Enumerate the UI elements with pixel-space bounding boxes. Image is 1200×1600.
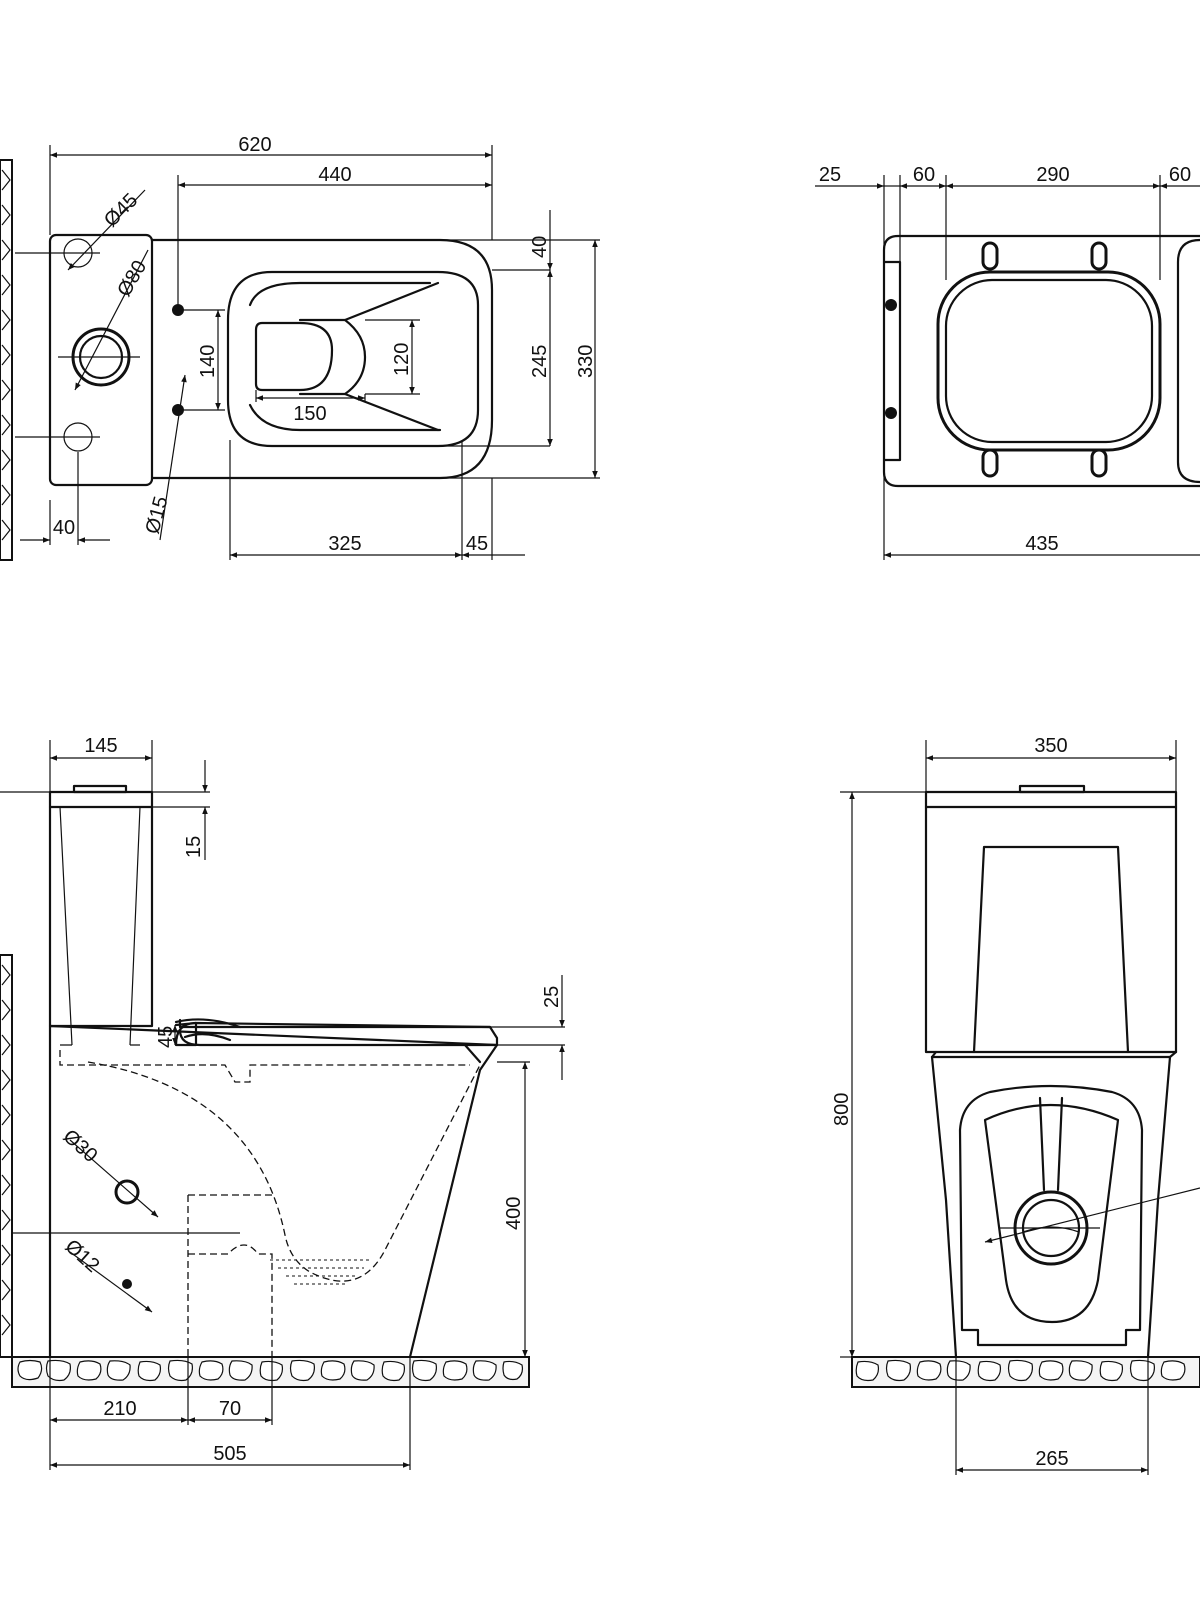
side-dim-400: 400 (503, 1197, 525, 1230)
side-dim-210: 210 (103, 1398, 136, 1420)
top-view: 620 440 Ø45 Ø80 Ø15 40 40 140 120 150 24… (0, 134, 600, 561)
dim-d45: Ø45 (100, 189, 142, 231)
trap-hidden (59, 1050, 470, 1083)
dim-d15: Ø15 (142, 494, 173, 536)
seat-buffer-1 (981, 241, 999, 271)
cistern-panel (972, 845, 1130, 1054)
front-dim-800: 800 (831, 1093, 853, 1126)
dim-45: 45 (466, 533, 488, 555)
ground-front (851, 1356, 1200, 1388)
side-dim-25: 25 (541, 986, 563, 1008)
seat-dim-60-a: 60 (913, 164, 935, 186)
inlet-d12 (122, 1279, 132, 1289)
seat-dim-60-b: 60 (1169, 164, 1191, 186)
side-dim-45: 45 (155, 1026, 177, 1048)
seat-dim-435: 435 (1025, 533, 1058, 555)
side-view: 145 15 25 45 Ø30 Ø12 400 210 70 505 (0, 735, 565, 1470)
front-dim-350: 350 (1034, 735, 1067, 757)
dim-140: 140 (197, 345, 219, 378)
dim-245: 245 (529, 345, 551, 378)
seat-dim-290: 290 (1036, 164, 1069, 186)
dim-120: 120 (391, 343, 413, 376)
side-dim-505: 505 (213, 1443, 246, 1465)
wall-side (0, 954, 13, 1358)
side-dim-145: 145 (84, 735, 117, 757)
dim-d80: Ø80 (113, 257, 151, 301)
side-dim-70: 70 (219, 1398, 241, 1420)
seat-buffer-4 (1090, 448, 1108, 478)
bowl-opening-front (958, 1084, 1144, 1347)
bowl-rim-top (226, 270, 480, 448)
inlet-d30 (114, 1179, 140, 1205)
side-dim-d30: Ø30 (59, 1125, 102, 1167)
bowl-side (48, 1024, 499, 1359)
dim-325: 325 (328, 533, 361, 555)
side-dim-d12: Ø12 (61, 1235, 104, 1277)
dim-330: 330 (575, 345, 597, 378)
seat-buffer-3 (981, 448, 999, 478)
bowl-front (930, 1055, 1172, 1359)
fix-hole-lower (172, 404, 184, 416)
seat-buffer-2 (1090, 241, 1108, 271)
front-view: 350 800 265 (831, 735, 1200, 1475)
ground-side (11, 1356, 530, 1388)
side-dim-15: 15 (183, 836, 205, 858)
dim-40-right: 40 (529, 236, 551, 258)
seat-opening (936, 270, 1162, 452)
seat-view: 25 60 290 60 435 (815, 164, 1200, 560)
seat-dim-25: 25 (819, 164, 841, 186)
wall-top (0, 159, 13, 561)
dim-40-left: 40 (53, 517, 75, 539)
bowl-outline-top (150, 238, 494, 480)
dim-150: 150 (293, 403, 326, 425)
front-dim-265: 265 (1035, 1448, 1068, 1470)
fix-hole-upper (172, 304, 184, 316)
dim-620: 620 (238, 134, 271, 156)
dim-440: 440 (318, 164, 351, 186)
cistern-front (924, 790, 1178, 1054)
